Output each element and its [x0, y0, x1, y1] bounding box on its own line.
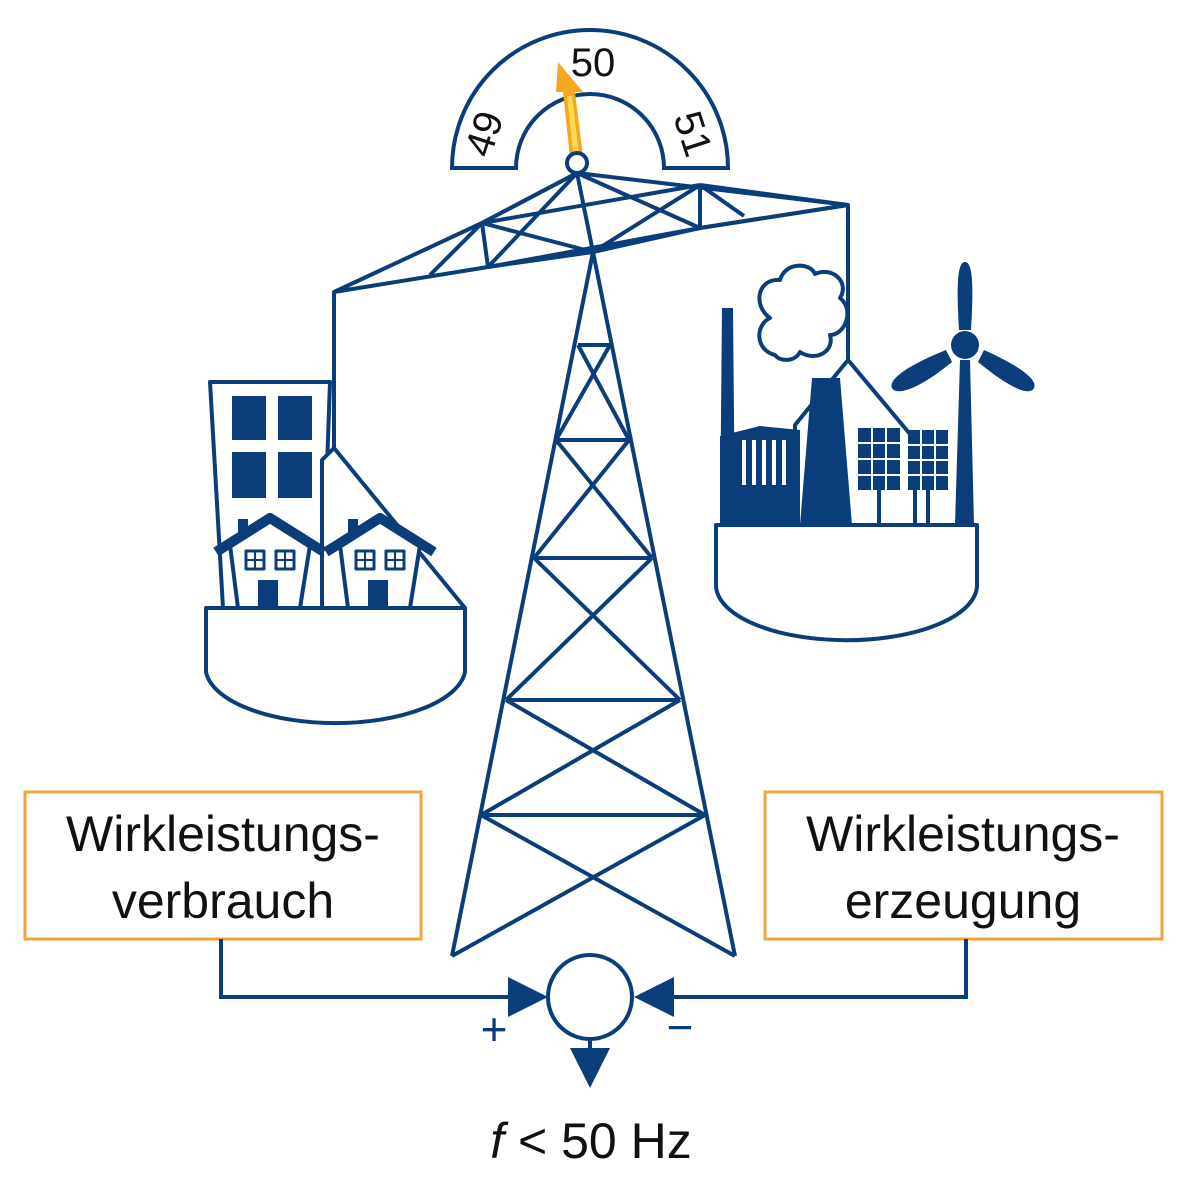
consumption-signal-arrow — [219, 939, 548, 1017]
consumption-label-line1: Wirkleistungs- — [66, 806, 380, 862]
generation-box: Wirkleistungs- erzeugung — [763, 790, 1164, 941]
generation-label-line2: erzeugung — [845, 873, 1081, 929]
summing-junction — [546, 953, 634, 1041]
generation-signal-arrow — [634, 939, 968, 1017]
generator-plants-icon — [714, 262, 1035, 643]
frequency-gauge: 49 50 51 — [449, 28, 731, 175]
frequency-output-label: f < 50 Hz — [490, 1113, 692, 1169]
gauge-label-50: 50 — [571, 41, 616, 85]
gauge-pivot — [565, 151, 589, 175]
frequency-relation: < 50 Hz — [504, 1113, 692, 1169]
consumer-buildings-icon — [204, 380, 467, 726]
minus-sign: − — [667, 1001, 694, 1053]
gauge-arc — [449, 28, 731, 170]
gauge-needle-icon — [556, 62, 583, 157]
consumption-label-line2: verbrauch — [112, 873, 334, 929]
consumer-scale-pan — [204, 606, 467, 726]
transmission-tower-icon — [332, 171, 850, 958]
wind-turbine-icon — [891, 262, 1035, 525]
consumption-box: Wirkleistungs- verbrauch — [23, 790, 423, 941]
generation-label-line1: Wirkleistungs- — [806, 806, 1120, 862]
solar-panel-icon — [858, 428, 948, 525]
steam-cloud-icon — [757, 263, 850, 362]
plus-sign: + — [481, 1003, 508, 1055]
signal-flow — [219, 939, 968, 1088]
generator-scale-pan — [714, 523, 979, 643]
